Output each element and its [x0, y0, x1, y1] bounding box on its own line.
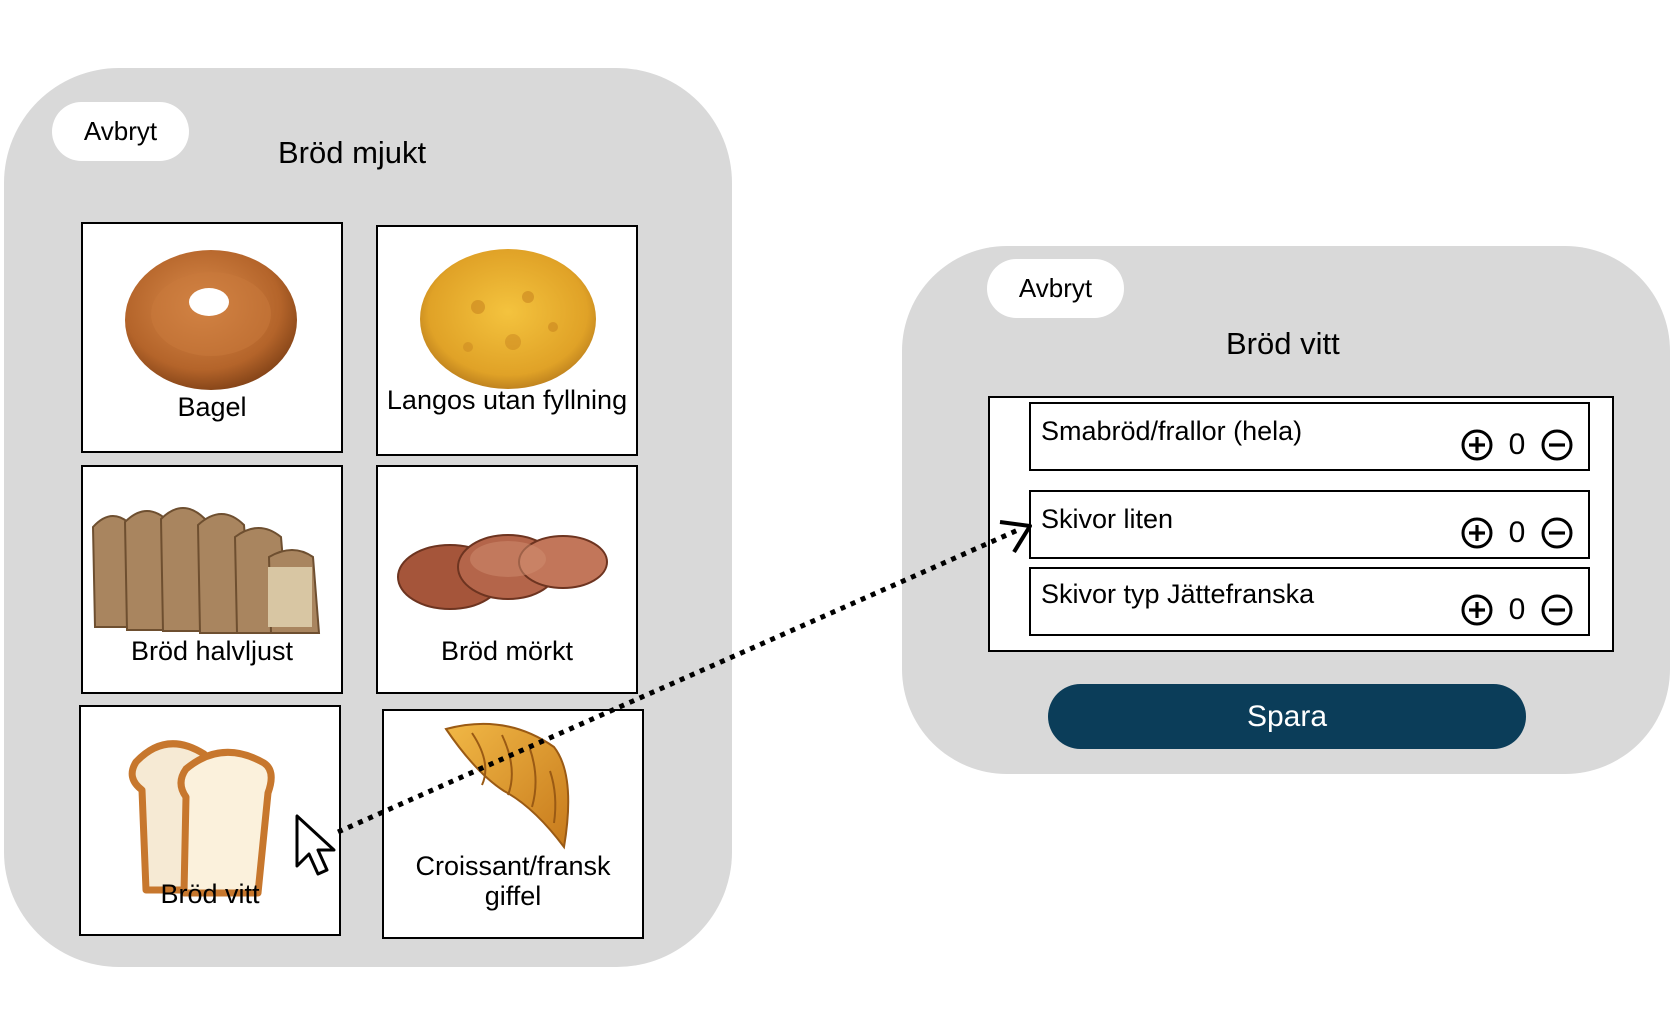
tile-label: Langos utan fyllning — [386, 385, 628, 415]
white-bread-image — [128, 740, 275, 897]
tile-brod-morkt[interactable]: Bröd mörkt — [376, 465, 638, 694]
quantity-value: 0 — [1508, 593, 1526, 626]
quantity-value: 0 — [1508, 516, 1526, 549]
plus-circle-icon[interactable] — [1460, 428, 1494, 462]
item-name: Skivor typ Jättefranska — [1041, 579, 1315, 609]
portion-list: Smabröd/frallor (hela) 0 Skivor liten — [988, 396, 1614, 652]
save-button[interactable]: Spara — [1048, 684, 1526, 749]
cancel-button[interactable]: Avbryt — [52, 102, 189, 161]
langos-image — [420, 249, 596, 389]
quantity-value: 0 — [1508, 428, 1526, 461]
dark-bread-image — [397, 534, 608, 610]
tile-label: Bröd halvljust — [130, 636, 294, 666]
list-item: Skivor liten 0 — [1029, 490, 1590, 559]
quantity-stepper: 0 — [1460, 516, 1574, 550]
tile-brod-vitt[interactable]: Bröd vitt — [79, 705, 341, 936]
sliced-bread-image — [91, 507, 321, 634]
tile-croissant[interactable]: Croissant/fransk giffel — [382, 709, 644, 939]
tile-langos[interactable]: Langos utan fyllning — [376, 225, 638, 456]
panel-title: Bröd mjukt — [278, 135, 427, 170]
list-item: Smabröd/frallor (hela) 0 — [1029, 402, 1590, 471]
tile-label: Bröd mörkt — [440, 636, 574, 666]
category-panel: Avbryt Bröd mjukt Bagel — [4, 68, 732, 967]
tile-bagel[interactable]: Bagel — [81, 222, 343, 453]
croissant-image — [444, 722, 570, 850]
minus-circle-icon[interactable] — [1540, 428, 1574, 462]
quantity-stepper: 0 — [1460, 428, 1574, 462]
subcategory-panel: Avbryt Bröd vitt Smabröd/frallor (hela) … — [902, 246, 1670, 774]
tile-label: Bagel — [177, 392, 247, 422]
bagel-image — [125, 250, 297, 390]
item-name: Skivor liten — [1041, 504, 1174, 534]
tile-label: Croissant/fransk giffel — [415, 851, 611, 911]
tile-brod-halvljust[interactable]: Bröd halvljust — [81, 465, 343, 694]
minus-circle-icon[interactable] — [1540, 593, 1574, 627]
item-name: Smabröd/frallor (hela) — [1041, 416, 1303, 446]
cancel-button[interactable]: Avbryt — [987, 259, 1124, 318]
tile-label: Bröd vitt — [160, 879, 260, 909]
list-item: Skivor typ Jättefranska 0 — [1029, 567, 1590, 636]
plus-circle-icon[interactable] — [1460, 516, 1494, 550]
quantity-stepper: 0 — [1460, 593, 1574, 627]
panel-title: Bröd vitt — [1226, 326, 1340, 361]
plus-circle-icon[interactable] — [1460, 593, 1494, 627]
minus-circle-icon[interactable] — [1540, 516, 1574, 550]
